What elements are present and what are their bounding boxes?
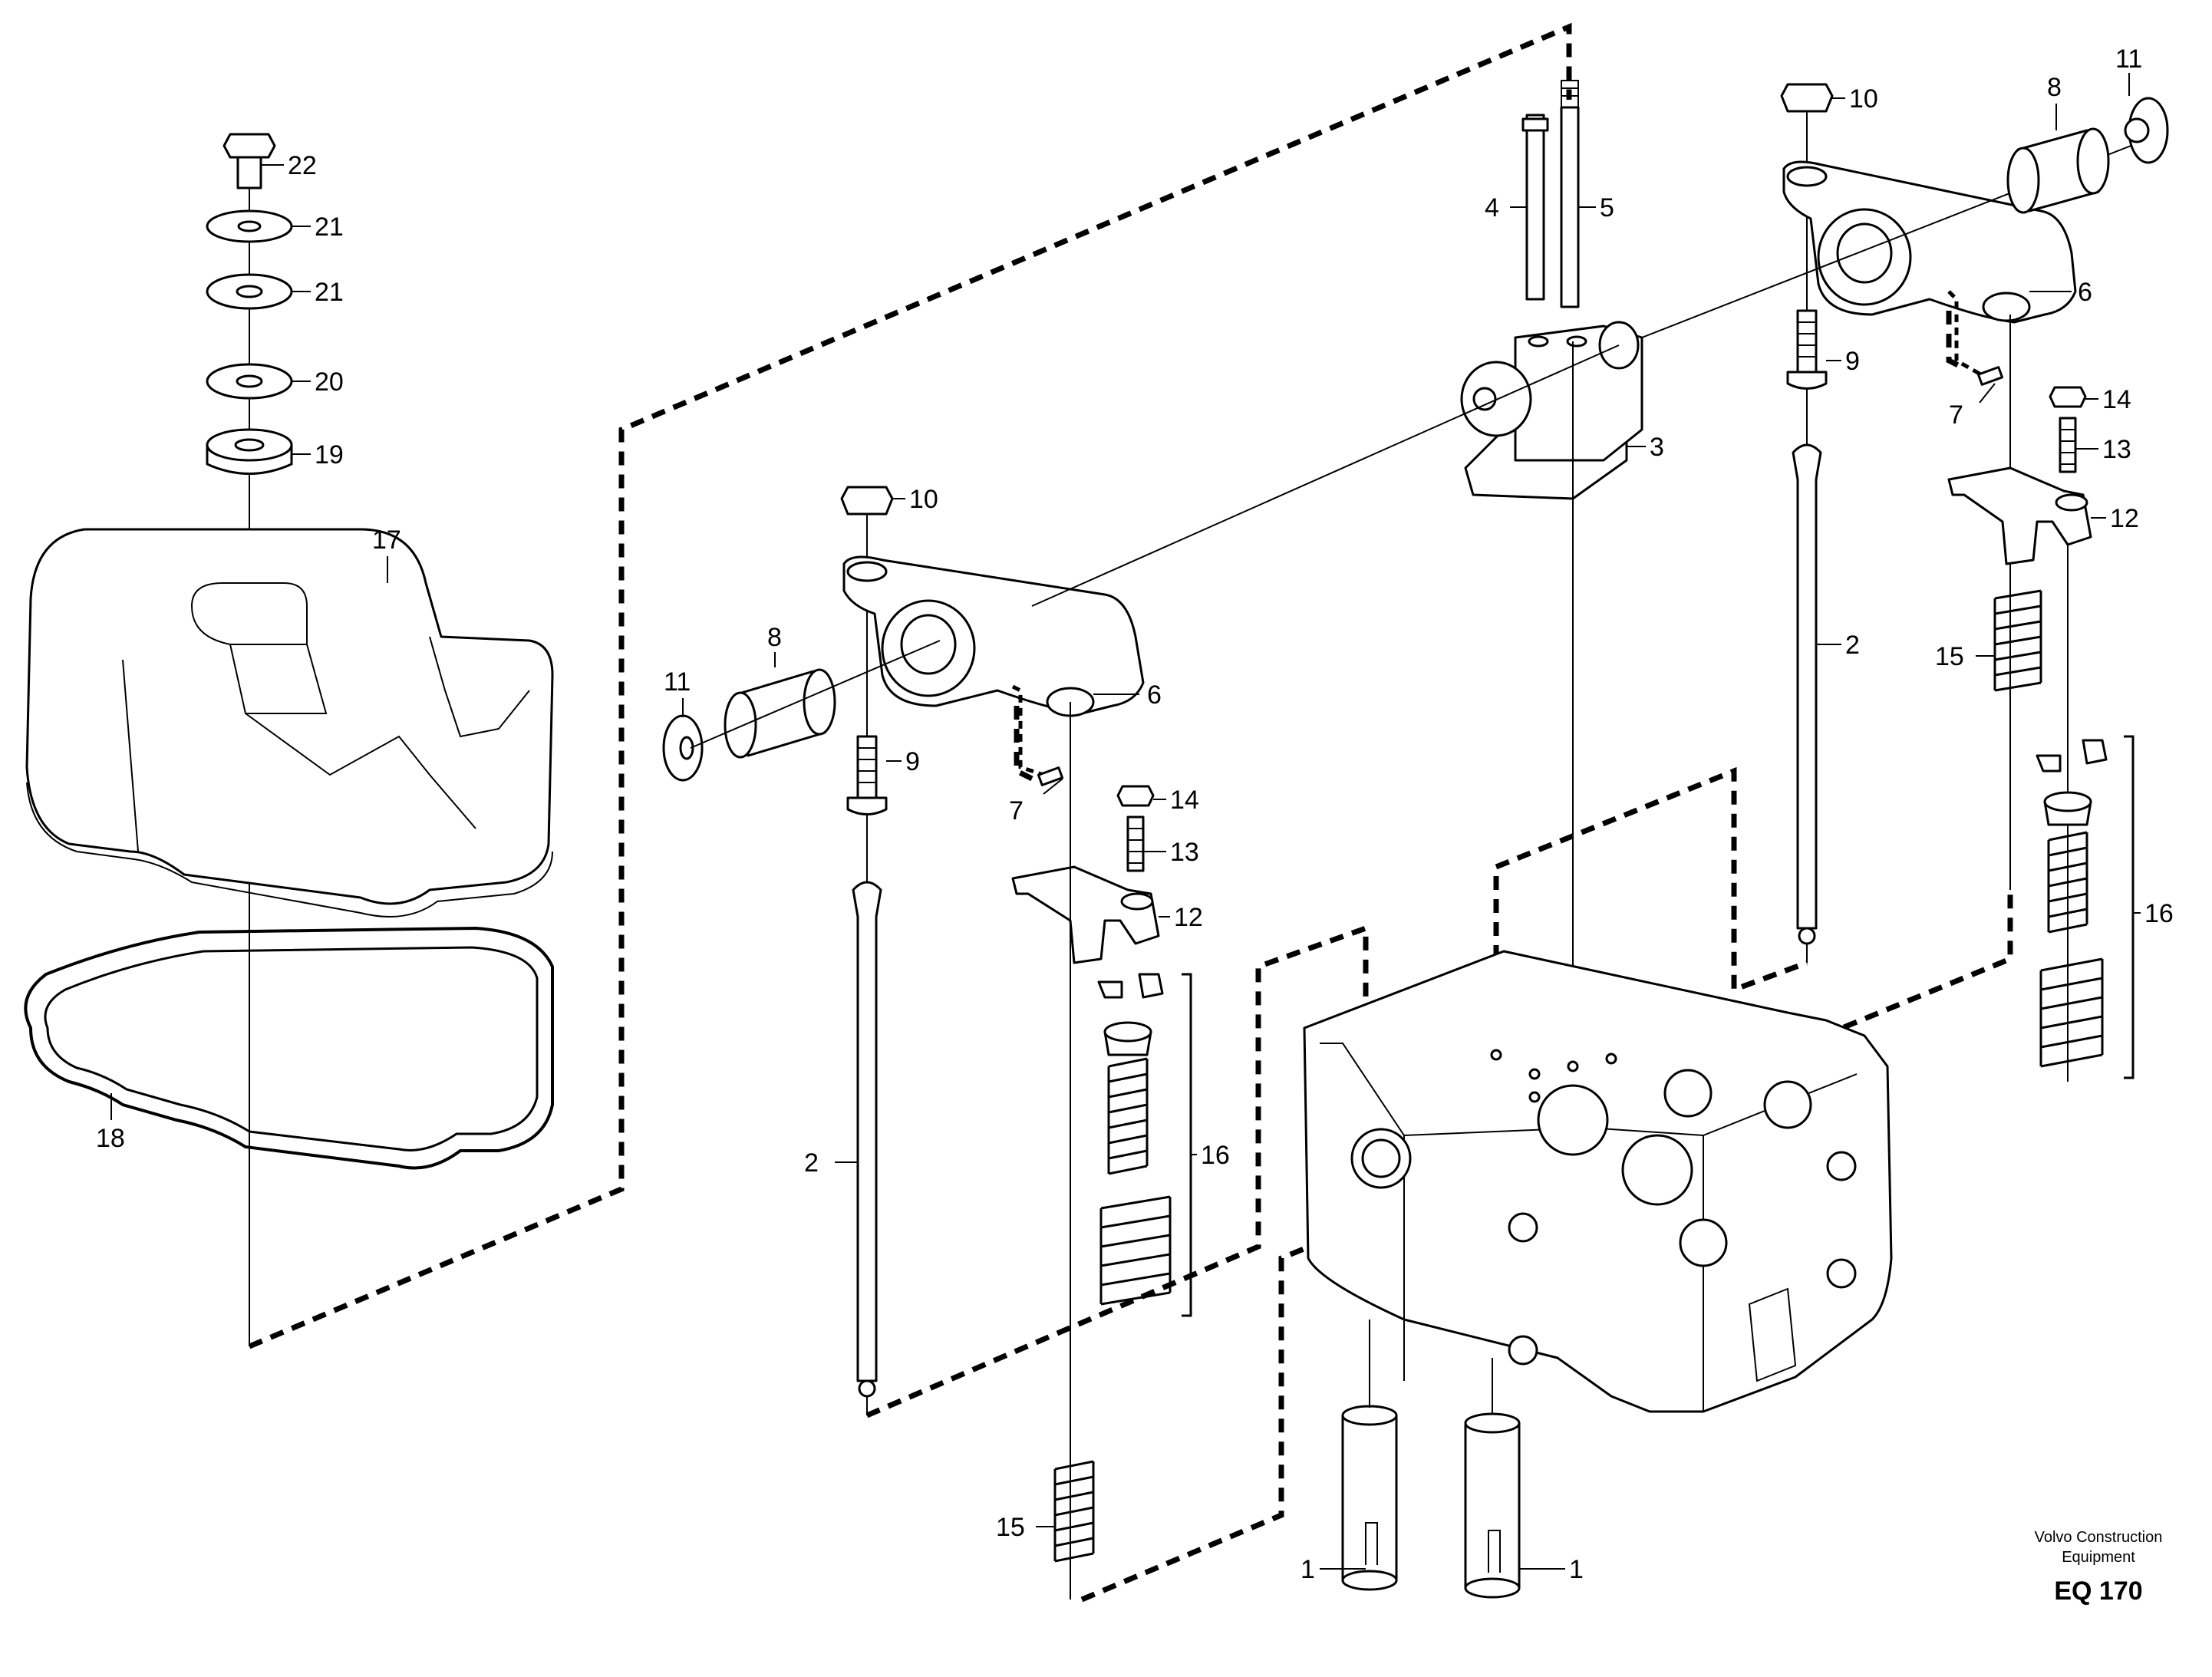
- callout-6-left: 6: [1147, 680, 1162, 710]
- callout-18: 18: [96, 1124, 125, 1153]
- callout-8-left: 8: [767, 623, 782, 652]
- bushing-8-left: [724, 668, 836, 759]
- credit-line-2: Equipment: [2062, 1549, 2135, 1566]
- callout-leaders: [110, 73, 2141, 1570]
- publisher-credit: Volvo Construction Equipment EQ 170: [2035, 1529, 2163, 1606]
- spring-15-right: [1993, 589, 2042, 692]
- callout-15-left: 15: [996, 1513, 1025, 1542]
- callout-4: 4: [1485, 193, 1499, 222]
- valve-key-right-a: [2036, 754, 2062, 773]
- callout-17: 17: [372, 526, 401, 555]
- assembly-guide-lines: [248, 22, 2013, 1603]
- callout-14-left: 14: [1170, 786, 1199, 815]
- sleeve-1-right: [1464, 1412, 1521, 1599]
- nut-14-right: [2049, 386, 2087, 408]
- rocker-shaft-bracket-3: [1460, 321, 1643, 500]
- nut-10-left: [840, 486, 894, 516]
- nut-14-left: [1116, 785, 1155, 807]
- sleeve-1-left: [1341, 1405, 1398, 1591]
- callout-15-right: 15: [1935, 642, 1964, 671]
- gasket-18: [24, 926, 554, 1170]
- pin-7-right: [1947, 290, 2004, 386]
- valve-bridge-12-right: [1947, 466, 2092, 565]
- callout-21-lower: 21: [315, 278, 344, 307]
- valve-key-right-b: [2082, 739, 2108, 765]
- callout-labels: 22 21 21 20 19 17 18 10 11 8 6 9 7 14 13…: [96, 44, 2174, 1584]
- grommet-19: [206, 428, 293, 475]
- bolt-22: [223, 133, 276, 189]
- callout-2-left: 2: [804, 1148, 819, 1178]
- callout-14-right: 14: [2102, 385, 2131, 414]
- figure-code: EQ 170: [2054, 1577, 2142, 1606]
- callout-7-right: 7: [1949, 400, 1963, 430]
- callout-12-left: 12: [1174, 903, 1203, 932]
- inner-spring-left: [1107, 1057, 1149, 1175]
- pin-7-left: [1011, 684, 1064, 786]
- nut-10-right: [1780, 83, 1834, 113]
- inner-spring-right: [2047, 831, 2088, 934]
- callout-21-upper: 21: [315, 213, 344, 242]
- callout-19: 19: [315, 440, 344, 469]
- outer-spring-right: [2039, 957, 2104, 1068]
- callout-13-left: 13: [1170, 838, 1199, 867]
- screw-9-right: [1786, 309, 1828, 390]
- callout-12-right: 12: [2110, 504, 2139, 533]
- callout-6-right: 6: [2078, 278, 2092, 307]
- callout-22: 22: [288, 151, 317, 180]
- callout-5: 5: [1600, 193, 1614, 222]
- stud-5: [1560, 80, 1580, 308]
- washer-11-right: [2124, 97, 2169, 164]
- callout-3: 3: [1650, 433, 1664, 462]
- callout-8-right: 8: [2047, 73, 2062, 102]
- callout-13-right: 13: [2102, 435, 2131, 464]
- callout-16-right: 16: [2144, 899, 2174, 928]
- callout-10-right: 10: [1849, 84, 1878, 114]
- credit-line-1: Volvo Construction: [2035, 1529, 2163, 1546]
- outer-spring-left: [1099, 1195, 1172, 1306]
- valve-cover-17: [25, 528, 554, 918]
- callout-1-right: 1: [1569, 1555, 1584, 1584]
- washer-11-left: [662, 714, 704, 782]
- callout-11-left: 11: [664, 667, 691, 697]
- callout-16-left: 16: [1201, 1141, 1230, 1170]
- valve-key-left-b: [1138, 973, 1164, 999]
- push-rod-2-left: [852, 881, 882, 1398]
- screw-13-left: [1126, 815, 1145, 872]
- spring-15-left: [1053, 1460, 1095, 1563]
- valve-cover-assembly: [24, 133, 554, 1346]
- valve-bridge-12-left: [1011, 865, 1160, 964]
- push-rod-2-right: [1792, 443, 1822, 945]
- screw-13-right: [2059, 417, 2077, 473]
- callout-11-right: 11: [2115, 44, 2142, 74]
- valve-key-left-a: [1097, 980, 1123, 999]
- callout-2-right: 2: [1845, 631, 1860, 660]
- left-rocker-assembly: [662, 486, 1192, 1600]
- screw-9-left: [846, 735, 888, 815]
- callout-7-left: 7: [1009, 796, 1024, 825]
- bushing-8-right: [2006, 127, 2110, 214]
- center-assembly: [1031, 80, 1893, 1599]
- callout-20: 20: [315, 367, 344, 397]
- callout-1-left: 1: [1300, 1555, 1315, 1584]
- right-rocker-assembly: [1641, 83, 2169, 1082]
- cylinder-head: [1303, 950, 1893, 1413]
- callout-9-right: 9: [1845, 347, 1860, 376]
- callout-9-left: 9: [905, 747, 920, 776]
- callout-10-left: 10: [909, 485, 938, 514]
